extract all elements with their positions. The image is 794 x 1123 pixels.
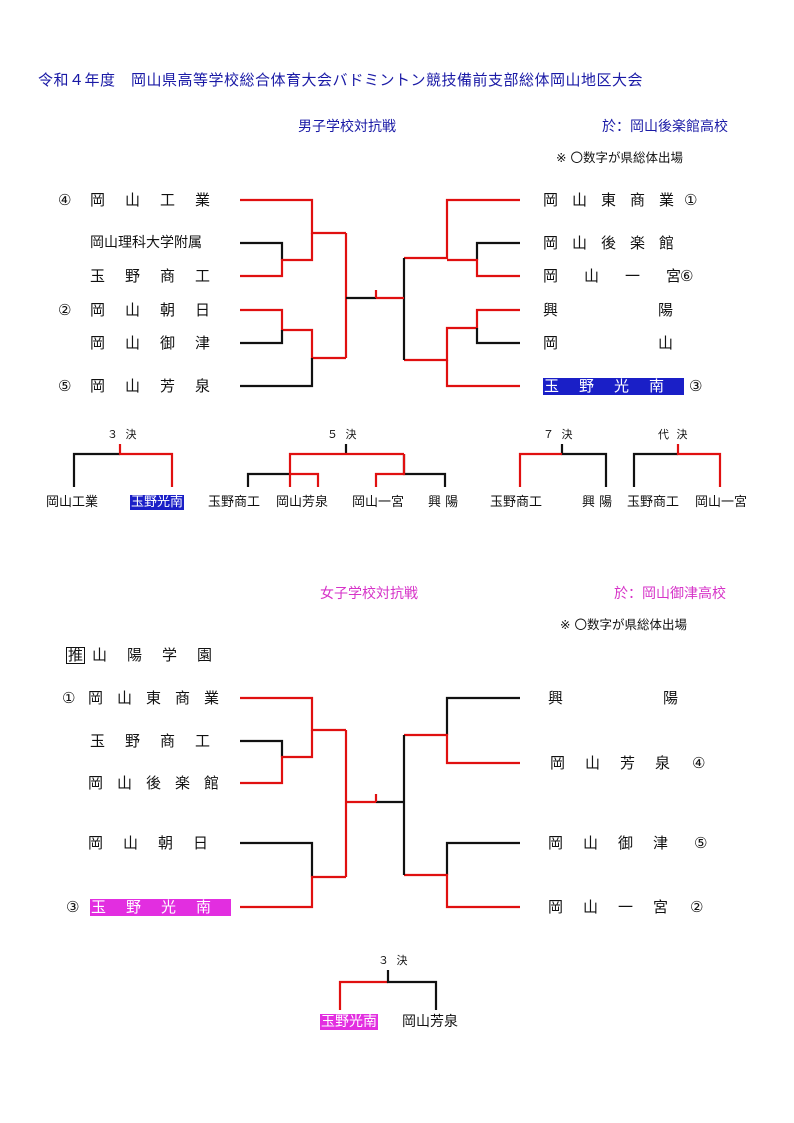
men-left-team-1: 岡山工業: [90, 191, 231, 209]
men-right-team-1: 岡山東商業: [543, 191, 689, 209]
men-right-team-2: 岡山後楽館: [543, 234, 689, 252]
men-3rd-team-b: 玉野光南: [130, 495, 185, 510]
men-5th-team-c: 岡山一宮: [352, 495, 405, 510]
men-right-seed-3: ⑥: [680, 267, 694, 285]
men-left-team-4: 岡山朝日: [90, 301, 231, 319]
men-right-line-6: [445, 360, 520, 388]
women-seeded-box: 推: [66, 646, 86, 664]
men-right-line-2: [475, 241, 520, 260]
men-left-team-2: 岡山理科大学附属: [90, 235, 202, 251]
men-3rd-team-a: 岡山工業: [46, 495, 99, 510]
men-right-team-3: 岡山一宮: [543, 267, 708, 285]
women-right-line-1: [445, 696, 520, 735]
women-3rd-team-a: 玉野光南: [320, 1014, 378, 1030]
page-title: 令和４年度 岡山県高等学校総合体育大会バドミントン競技備前支部総体岡山地区大会: [38, 71, 643, 89]
men-left-line-1: [240, 198, 346, 235]
women-3rd-bracket-win: [338, 980, 388, 1010]
women-right-line-3: [445, 841, 520, 875]
men-7th-bracket-win: [518, 452, 562, 487]
women-3rd-label: ３ 決: [378, 954, 410, 967]
women-note: ※ 〇数字が県総体出場: [560, 617, 687, 632]
women-right-seed-4: ②: [690, 898, 704, 916]
men-left-team-6: 岡山芳泉: [90, 377, 231, 395]
men-left-team-3: 玉野商工: [90, 267, 231, 285]
women-right-team-2: 岡山芳泉: [550, 754, 691, 772]
men-5th-team-b: 岡山芳泉: [276, 495, 329, 510]
women-left-team-2: 玉野商工: [90, 732, 231, 750]
women-venue: 於：岡山御津高校: [614, 586, 726, 602]
women-left-team-3: 岡山後楽館: [88, 774, 234, 792]
women-3rd-bracket: [386, 970, 438, 1010]
women-left-line-4: [240, 841, 314, 877]
men-5th-label: ５ 決: [327, 428, 359, 441]
women-left-line-5: [240, 875, 346, 909]
men-rep-bracket-win: [676, 444, 722, 487]
men-7th-team-b: 興 陽: [582, 495, 613, 510]
men-left-line-3: [240, 233, 314, 278]
women-right-team-1: 興陽: [548, 689, 779, 707]
men-right-team-4: 興陽: [543, 301, 774, 319]
women-left-line-2: [240, 739, 284, 757]
women-left-seed-1: ①: [62, 689, 76, 707]
women-left-team-4: 岡山朝日: [88, 834, 229, 852]
men-3rd-bracket-win: [118, 444, 174, 487]
men-right-line-1: [404, 198, 520, 260]
men-right-team-5: 岡山: [543, 334, 774, 352]
women-right-team-3: 岡山御津: [548, 834, 689, 852]
women-left-seed-5: ③: [66, 898, 80, 916]
women-right-line-4: [404, 873, 520, 909]
women-left-team-5: 玉野光南: [90, 898, 232, 916]
women-left-line-1: [240, 696, 346, 732]
women-heading: 女子学校対抗戦: [320, 586, 418, 602]
men-rep-team-b: 岡山一宮: [695, 495, 748, 510]
men-7th-team-a: 玉野商工: [490, 495, 543, 510]
men-3rd-bracket: [72, 452, 120, 487]
men-final-center: [374, 290, 404, 300]
men-left-seed-6: ⑤: [58, 377, 72, 395]
men-rep-bracket: [632, 452, 678, 487]
men-left-line-4: [240, 308, 346, 360]
women-right-team-4: 岡山一宮: [548, 898, 689, 916]
women-right-seed-3: ⑤: [694, 834, 708, 852]
men-venue: 於：岡山後楽館高校: [602, 119, 728, 135]
men-left-line-5: [240, 330, 284, 345]
men-left-line-6: [240, 358, 314, 388]
men-note: ※ 〇数字が県総体出場: [556, 150, 683, 165]
men-heading: 男子学校対抗戦: [298, 119, 396, 135]
men-5th-bracket: [246, 444, 447, 487]
men-right-seed-6: ③: [689, 377, 703, 395]
women-right-seed-2: ④: [692, 754, 706, 772]
men-right-team-6: 玉野光南: [543, 377, 685, 395]
men-left-seed-4: ②: [58, 301, 72, 319]
women-left-line-3: [240, 730, 314, 785]
women-left-team-1: 岡山東商業: [88, 689, 234, 707]
men-5th-team-d: 興 陽: [428, 495, 459, 510]
men-rep-team-a: 玉野商工: [627, 495, 680, 510]
men-right-seed-1: ①: [684, 191, 698, 209]
men-3rd-label: ３ 決: [107, 428, 139, 441]
men-rep-label: 代 決: [658, 428, 690, 441]
men-5th-bracket-win: [288, 452, 406, 487]
men-7th-bracket: [560, 444, 608, 487]
men-7th-label: ７ 決: [543, 428, 575, 441]
men-right-line-3: [447, 258, 520, 278]
men-right-line-4: [404, 308, 520, 362]
women-seeded-team: 山陽学園: [92, 646, 233, 664]
women-3rd-team-b: 岡山芳泉: [402, 1014, 458, 1030]
men-right-line-5: [475, 328, 520, 345]
men-left-team-5: 岡山御津: [90, 334, 231, 352]
men-left-line-2: [240, 241, 284, 260]
women-right-line-2: [404, 733, 520, 765]
men-5th-team-a: 玉野商工: [208, 495, 261, 510]
men-left-seed-1: ④: [58, 191, 72, 209]
